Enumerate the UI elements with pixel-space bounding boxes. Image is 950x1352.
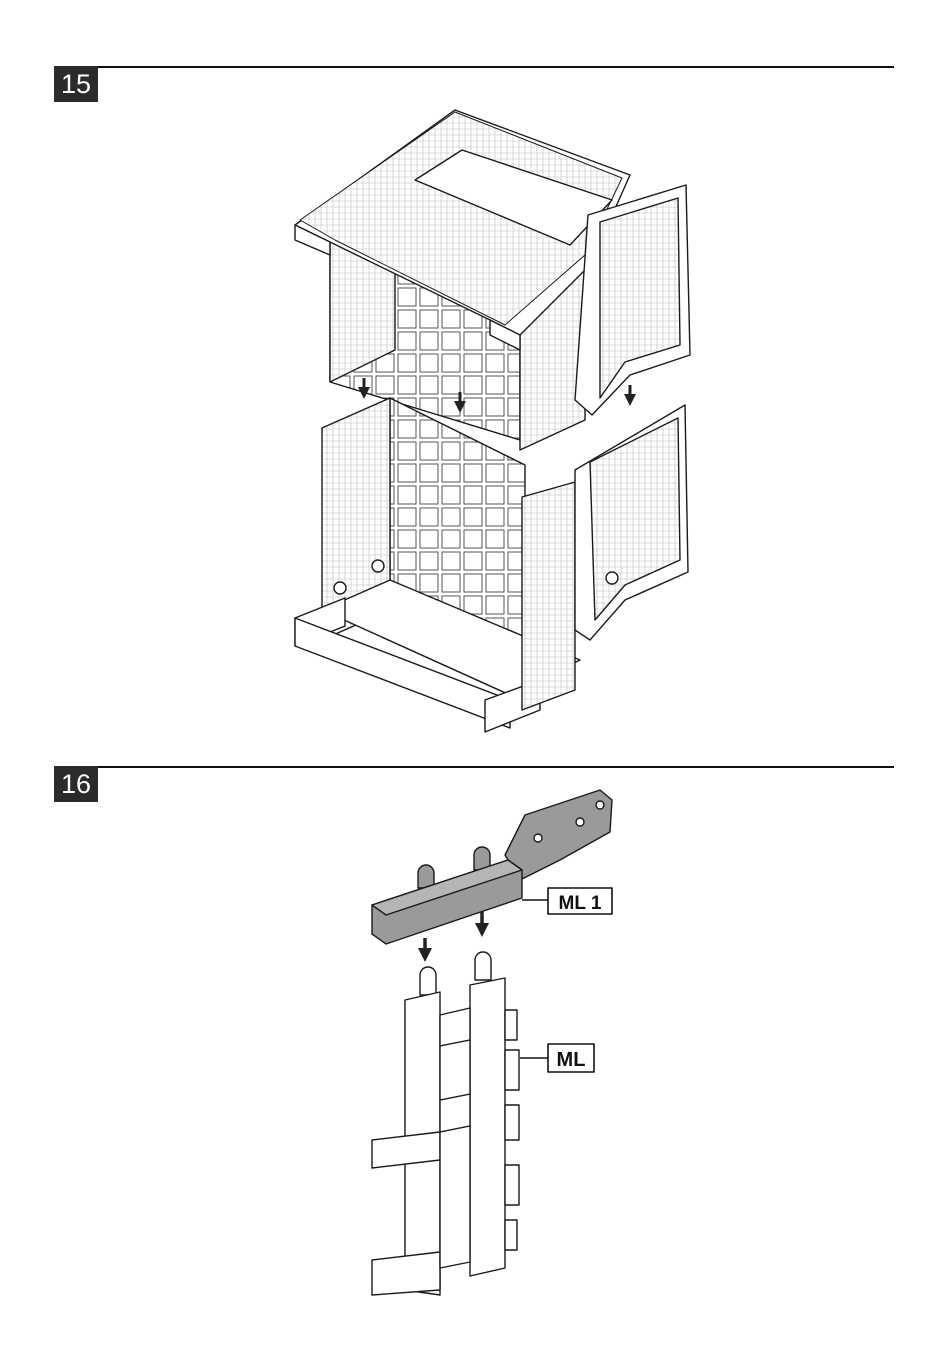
step-16-illustration: ML 1 ML bbox=[372, 790, 612, 1295]
lower-cabinet-section bbox=[295, 398, 688, 732]
step-15-illustration bbox=[295, 110, 690, 732]
label-ml1-text: ML 1 bbox=[559, 893, 602, 914]
label-ml1: ML 1 bbox=[548, 888, 612, 914]
ml1-bracket bbox=[372, 790, 612, 944]
label-ml: ML bbox=[548, 1044, 594, 1072]
ml-ladder-frame bbox=[372, 952, 519, 1295]
label-ml-text: ML bbox=[557, 1049, 586, 1071]
